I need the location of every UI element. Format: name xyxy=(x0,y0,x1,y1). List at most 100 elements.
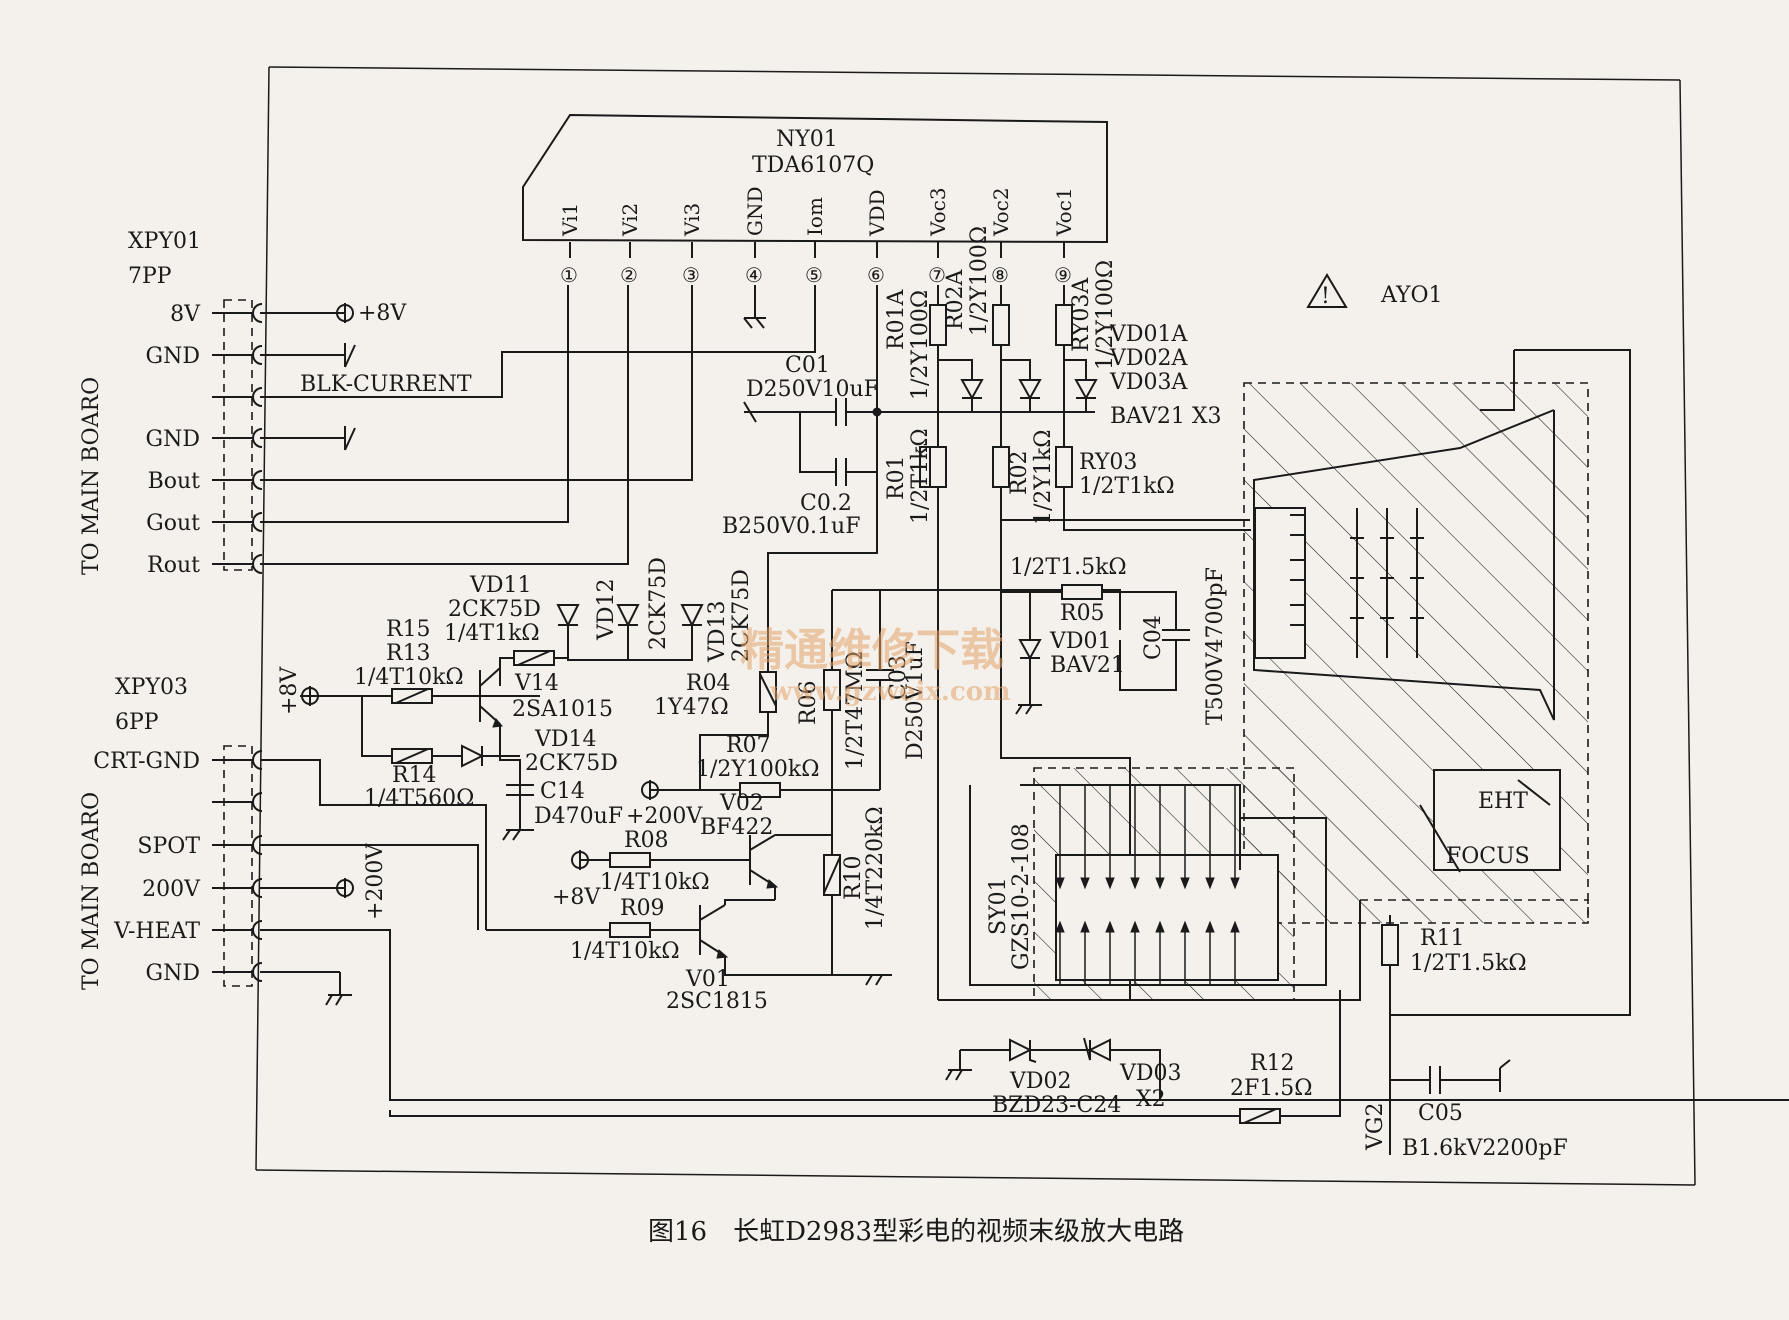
r06-ref: R06 xyxy=(796,680,821,725)
diode-icon xyxy=(938,359,984,412)
diode-icon xyxy=(680,604,704,628)
ry03a-value: 1/2Y100Ω xyxy=(1093,260,1118,370)
vd01-value: BAV21 xyxy=(1050,653,1125,678)
connector-pin-label: Gout xyxy=(146,511,200,536)
wires-xpy03: +200V xyxy=(260,759,1789,1101)
ic-pin-number: ⑨ xyxy=(1054,263,1072,287)
vd02a-ref: VD02A xyxy=(1109,346,1189,371)
warning-icon: ! xyxy=(1306,273,1348,309)
v02-ref: V02 xyxy=(719,791,764,816)
plus8v-terminal-icon xyxy=(301,686,319,706)
diode-icon xyxy=(461,744,485,768)
diode-icon xyxy=(1018,639,1042,661)
c05-ref: C05 xyxy=(1418,1101,1463,1126)
r01a-ref: R01A xyxy=(884,288,909,350)
spark-gap-arrows xyxy=(1055,785,1240,985)
diode-icon xyxy=(1064,359,1098,412)
arrow-head-icon xyxy=(1055,877,1065,890)
vd14-ref: VD14 xyxy=(534,727,597,752)
connector-xpy01: XPY01 7PP TO MAIN BOARO 8VGNDGNDBoutGout… xyxy=(79,229,263,578)
figure-caption: 图16 长虹D2983型彩电的视频末级放大电路 xyxy=(648,1217,1184,1247)
connector-socket-icon xyxy=(252,750,263,770)
ic-pin-number: ① xyxy=(560,263,578,287)
npn-transistor-icon xyxy=(749,834,779,889)
connector-socket-icon xyxy=(252,428,263,448)
arrow-head-icon xyxy=(1155,877,1165,890)
ic-pin-number: ⑦ xyxy=(928,263,946,287)
vd01a-ref: VD01A xyxy=(1109,322,1189,347)
connector-socket-icon xyxy=(252,554,263,574)
xpy03-type: 6PP xyxy=(115,710,159,735)
supply-decoupling: C01 D250V10uF C0.2 B250V0.1uF xyxy=(722,285,1095,705)
connector-socket-icon xyxy=(252,303,263,323)
connector-pin-label: 200V xyxy=(142,877,201,902)
ground-icon xyxy=(344,426,356,451)
connector-pin-label: CRT-GND xyxy=(93,749,200,774)
spark-gap-array: SY01 GZS10-2-108 xyxy=(938,767,1361,1001)
c05-value: B1.6kV2200pF xyxy=(1402,1136,1568,1161)
r08-value: 1/4T10kΩ xyxy=(600,870,710,895)
vd03-ref: VD03 xyxy=(1119,1061,1182,1086)
r04-value: 1Y47Ω xyxy=(654,695,729,720)
r02-value: 1/2Y1kΩ xyxy=(1031,430,1056,526)
npn-transistor-icon xyxy=(699,904,729,959)
ground-icon xyxy=(344,343,356,368)
r02a-value: 1/2Y100Ω xyxy=(967,226,992,336)
connector-pin-label: 8V xyxy=(170,302,201,327)
arrow-head-icon xyxy=(1130,877,1140,890)
arrow-head-icon xyxy=(1105,920,1115,933)
vd02-value: BZD23-C24 xyxy=(992,1093,1121,1118)
r13-ref: R13 xyxy=(386,641,431,666)
connector-pin-label: GND xyxy=(146,344,200,369)
watermark-url: www.gzweix.com xyxy=(769,677,1011,707)
vd01-ref: VD01 xyxy=(1049,629,1112,654)
ic-ref: NY01 xyxy=(776,127,838,152)
r14-value: 1/4T560Ω xyxy=(364,786,474,811)
arrow-head-icon xyxy=(1055,920,1065,933)
wires-input: +8V BLK-CURRENT xyxy=(260,285,816,565)
ry03-value: 1/2T1kΩ xyxy=(1079,474,1175,499)
crt-socket-outline xyxy=(1243,382,1589,924)
ic-part: TDA6107Q xyxy=(752,153,874,178)
r15-ref: R15 xyxy=(386,617,431,642)
blanking-diodes: VD11 2CK75D VD12 2CK75D VD13 2CK75D xyxy=(448,557,754,663)
r09-ref: R09 xyxy=(620,896,665,921)
arrow-head-icon xyxy=(1230,877,1240,890)
xpy01-type: 7PP xyxy=(128,264,172,289)
r01-value: 1/2T1kΩ xyxy=(908,428,933,524)
vg2-label: VG2 xyxy=(1363,1103,1388,1151)
drive-transistors: R08 1/4T10kΩ +8V V02 BF422 R10 1/4T220kΩ… xyxy=(486,791,892,1014)
eht-focus-box xyxy=(1433,769,1561,871)
plus200v-label: +200V xyxy=(626,804,703,829)
xpy01-housing xyxy=(223,299,253,571)
sy01-ref: SY01 xyxy=(986,877,1011,935)
zener-diode-icon xyxy=(1083,1037,1111,1062)
ic-pin-name: VDD xyxy=(865,189,889,237)
heater-protection: VD02 BZD23-C24 VD03 X2 R12 2F1.5Ω xyxy=(389,990,1341,1124)
connector-socket-icon xyxy=(252,792,263,812)
ic-pin-number: ⑥ xyxy=(867,263,885,287)
arrow-head-icon xyxy=(1080,920,1090,933)
connector-socket-icon xyxy=(252,387,263,407)
vd13-value: 2CK75D xyxy=(729,569,754,662)
xpy03-housing xyxy=(223,745,253,987)
ic-pin-name: Iom xyxy=(803,197,827,236)
connector-socket-icon xyxy=(252,962,263,982)
vd03-value: X2 xyxy=(1136,1087,1166,1112)
r13-value: 1/4T10kΩ xyxy=(354,665,464,690)
vd12-ref: VD12 xyxy=(594,578,619,641)
r11-ref: R11 xyxy=(1420,926,1465,951)
c02-ref: C0.2 xyxy=(800,491,852,516)
v14-ref: V14 xyxy=(514,671,559,696)
pnp-transistor-icon xyxy=(479,667,503,728)
xpy01-side-label: TO MAIN BOARO xyxy=(79,377,104,575)
vd13-ref: VD13 xyxy=(705,600,730,663)
arrow-head-icon xyxy=(1155,920,1165,933)
arrow-head-icon xyxy=(1130,920,1140,933)
r07-ref: R07 xyxy=(726,733,771,758)
vd12-value: 2CK75D xyxy=(646,557,671,650)
r01a-value: 1/2Y100Ω xyxy=(908,290,933,400)
